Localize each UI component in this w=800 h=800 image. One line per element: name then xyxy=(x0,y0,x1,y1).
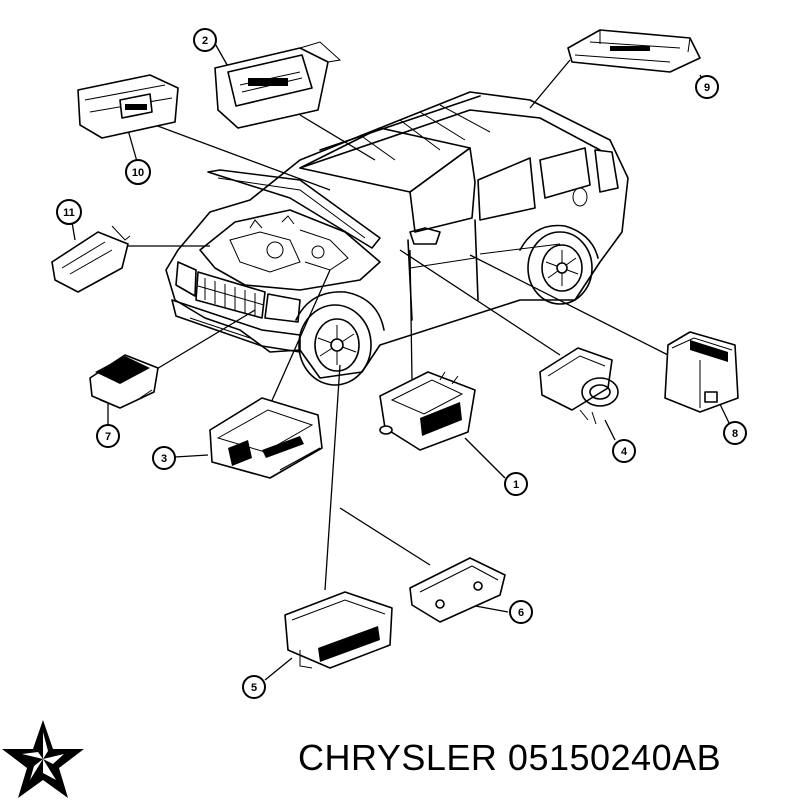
callout-label: 1 xyxy=(513,479,519,491)
module-8 xyxy=(664,331,739,413)
callout-label: 8 xyxy=(732,428,738,440)
callout-3: 3 xyxy=(152,446,176,470)
callout-5: 5 xyxy=(242,675,266,699)
leader-lines xyxy=(71,39,731,681)
module-2 xyxy=(214,41,342,129)
chrysler-pentastar-logo xyxy=(2,720,84,798)
callout-label: 9 xyxy=(704,82,710,94)
module-6 xyxy=(409,557,506,623)
callout-label: 10 xyxy=(132,167,144,179)
callout-8: 8 xyxy=(723,421,747,445)
callout-label: 3 xyxy=(161,453,167,465)
module-11 xyxy=(51,225,131,293)
callout-label: 5 xyxy=(251,682,257,694)
callout-label: 4 xyxy=(621,446,628,458)
callout-7: 7 xyxy=(96,424,120,448)
callout-4: 4 xyxy=(612,439,636,463)
callout-label: 6 xyxy=(518,607,524,619)
module-10 xyxy=(77,74,179,139)
callout-1: 1 xyxy=(504,472,528,496)
module-9 xyxy=(567,29,701,73)
part-caption: CHRYSLER 05150240AB xyxy=(298,737,798,787)
module-5 xyxy=(284,591,393,669)
callout-2: 2 xyxy=(193,28,217,52)
callout-10: 10 xyxy=(125,159,151,185)
callout-9: 9 xyxy=(695,75,719,99)
callout-label: 2 xyxy=(202,35,208,47)
vehicle-illustration xyxy=(165,91,629,386)
module-7 xyxy=(89,354,159,409)
brand-name: CHRYSLER xyxy=(298,737,498,778)
callout-11: 11 xyxy=(56,199,82,225)
module-3 xyxy=(209,397,323,479)
part-number: 05150240AB xyxy=(507,737,722,778)
callout-label: 7 xyxy=(105,431,111,443)
module-1 xyxy=(379,371,476,451)
callout-label: 11 xyxy=(63,207,75,219)
callout-6: 6 xyxy=(509,600,533,624)
module-4 xyxy=(539,347,619,425)
